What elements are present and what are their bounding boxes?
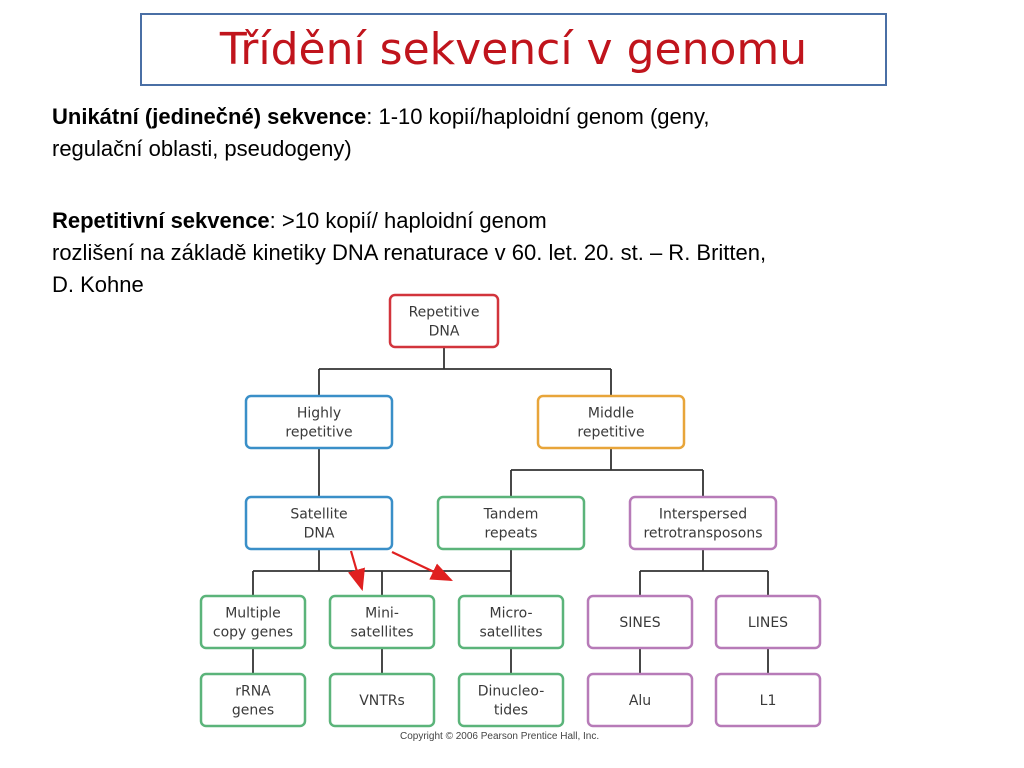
node-label: Highly <box>297 406 341 422</box>
node-box <box>328 672 436 728</box>
node-box <box>199 594 307 650</box>
node-dinucleotides: Dinucleo-tides <box>457 672 565 728</box>
node-label: repetitive <box>577 425 644 441</box>
node-mini-satellites: Mini-satellites <box>328 594 436 650</box>
repetitive-sequences-paragraph: Repetitivní sekvence: >10 kopií/ haploid… <box>52 205 992 301</box>
node-label: Dinucleo- <box>478 684 545 700</box>
node-box <box>628 495 778 551</box>
node-vntrs: VNTRs <box>328 672 436 728</box>
node-box <box>586 594 694 650</box>
node-label: Repetitive <box>409 305 480 321</box>
node-box <box>244 495 394 551</box>
node-label: Alu <box>629 693 651 709</box>
red-arrow <box>391 551 453 581</box>
node-box <box>457 672 565 728</box>
node-label: satellites <box>350 625 413 641</box>
node-micro-satellites: Micro-satellites <box>457 594 565 650</box>
node-sines: SINES <box>586 594 694 650</box>
node-lines: LINES <box>714 594 822 650</box>
node-label: satellites <box>479 625 542 641</box>
red-arrow <box>348 550 365 592</box>
node-label: repeats <box>485 526 538 542</box>
node-highly-repetitive: Highly repetitive <box>244 394 394 450</box>
node-box <box>714 672 822 728</box>
node-box <box>328 594 436 650</box>
node-middle-repetitive: Middle repetitive <box>536 394 686 450</box>
unique-sequences-paragraph: Unikátní (jedinečné) sekvence: 1-10 kopi… <box>52 101 992 165</box>
node-label: Tandem <box>483 507 539 523</box>
node-label: Interspersed <box>659 507 747 523</box>
node-label: copy genes <box>213 625 293 641</box>
node-label: Mini- <box>365 606 399 622</box>
node-box <box>388 293 500 349</box>
node-label: Micro- <box>490 606 533 622</box>
node-box <box>457 594 565 650</box>
node-label: tides <box>494 703 528 719</box>
node-label: genes <box>232 703 274 719</box>
node-label: retrotransposons <box>643 526 762 542</box>
node-box <box>586 672 694 728</box>
node-label: L1 <box>760 693 777 709</box>
node-label: DNA <box>429 324 460 340</box>
node-label: Multiple <box>225 606 281 622</box>
repetitive-text: : >10 kopií/ haploidní genom <box>269 208 547 233</box>
repetitive-text-2: rozlišení na základě kinetiky DNA renatu… <box>52 240 767 265</box>
node-alu: Alu <box>586 672 694 728</box>
node-box <box>436 495 586 551</box>
node-box <box>714 594 822 650</box>
slide-title: Třídění sekvencí v genomu <box>219 24 808 75</box>
copyright-notice: Copyright © 2006 Pearson Prentice Hall, … <box>400 731 600 742</box>
node-label: rRNA <box>235 684 271 700</box>
node-label: LINES <box>748 615 788 631</box>
node-l1: L1 <box>714 672 822 728</box>
node-rrna-genes: rRNA genes <box>199 672 307 728</box>
repetitive-text-3: D. Kohne <box>52 272 144 297</box>
node-box <box>199 672 307 728</box>
node-tandem-repeats: Tandem repeats <box>436 495 586 551</box>
title-box: Třídění sekvencí v genomu <box>140 13 887 86</box>
node-box <box>536 394 686 450</box>
node-label: SINES <box>619 615 660 631</box>
unique-heading: Unikátní (jedinečné) sekvence <box>52 104 367 129</box>
unique-text: : 1-10 kopií/haploidní genom (geny, <box>366 104 710 129</box>
node-interspersed-retrotransposons: Interspersed retrotransposons <box>628 495 778 551</box>
node-label: Middle <box>588 406 634 422</box>
node-label: VNTRs <box>359 693 405 709</box>
node-label: repetitive <box>285 425 352 441</box>
node-label: DNA <box>304 526 335 542</box>
node-multiple-copy-genes: Multiple copy genes <box>199 594 307 650</box>
unique-text-2: regulační oblasti, pseudogeny) <box>52 136 352 161</box>
node-box <box>244 394 394 450</box>
node-label: Satellite <box>290 507 347 523</box>
repetitive-heading: Repetitivní sekvence <box>52 208 270 233</box>
